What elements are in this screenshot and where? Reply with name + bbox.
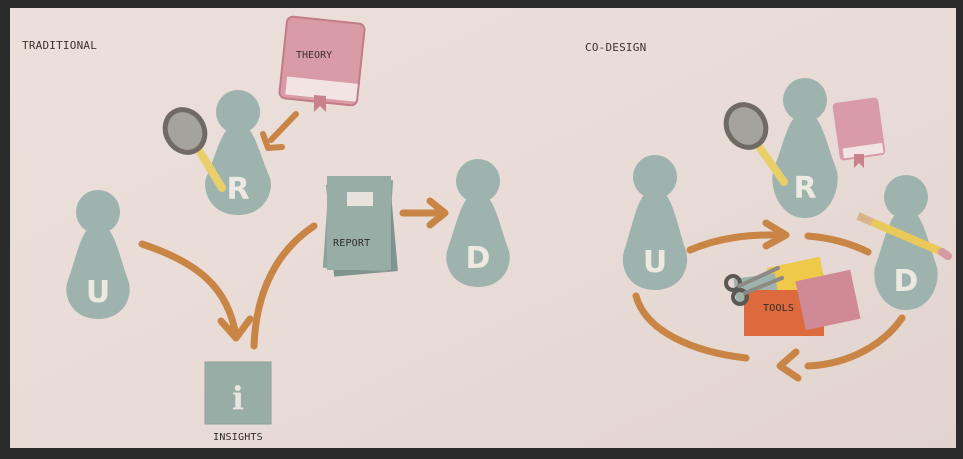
codesign-panel: CO-DESIGN R U D [585, 41, 952, 382]
codesign-user-letter: U [643, 245, 667, 280]
codesign-magnifier-icon [723, 102, 788, 186]
traditional-heading: TRADITIONAL [22, 39, 97, 52]
scissors-icon [724, 266, 784, 306]
codesign-book-icon [832, 97, 886, 168]
researcher-pawn [205, 90, 271, 215]
theory-label: THEORY [296, 50, 332, 61]
arrow-report-to-designer [399, 197, 449, 229]
traditional-panel: TRADITIONAL THEORY R U [22, 15, 510, 443]
codesign-designer-pawn [874, 175, 938, 310]
codesign-user-pawn [622, 155, 688, 290]
tools-collage-icon [724, 256, 861, 336]
codesign-heading: CO-DESIGN [585, 41, 646, 54]
report-label: REPORT [333, 238, 370, 249]
tools-label: TOOLS [763, 303, 794, 314]
cycle-arrows [632, 219, 906, 382]
codesign-researcher-letter: R [793, 171, 816, 206]
pencil-icon [856, 212, 952, 260]
arrow-user-to-insights [138, 240, 254, 342]
insights-label: INSIGHTS [213, 432, 263, 443]
theory-book-icon [278, 15, 366, 112]
designer-pawn [446, 159, 510, 287]
insights-icon-letter: i [232, 379, 244, 417]
report-document-icon [322, 175, 398, 277]
arrow-theory-to-researcher [260, 111, 299, 151]
arrow-insights-to-report [250, 222, 318, 350]
insights-box [204, 361, 272, 425]
codesign-designer-letter: D [894, 264, 919, 299]
user-pawn [66, 190, 130, 319]
magnifier-icon [162, 107, 226, 192]
researcher-letter: R [226, 172, 249, 207]
user-letter: U [86, 275, 110, 310]
designer-letter: D [466, 241, 491, 276]
codesign-researcher-pawn [772, 78, 838, 218]
